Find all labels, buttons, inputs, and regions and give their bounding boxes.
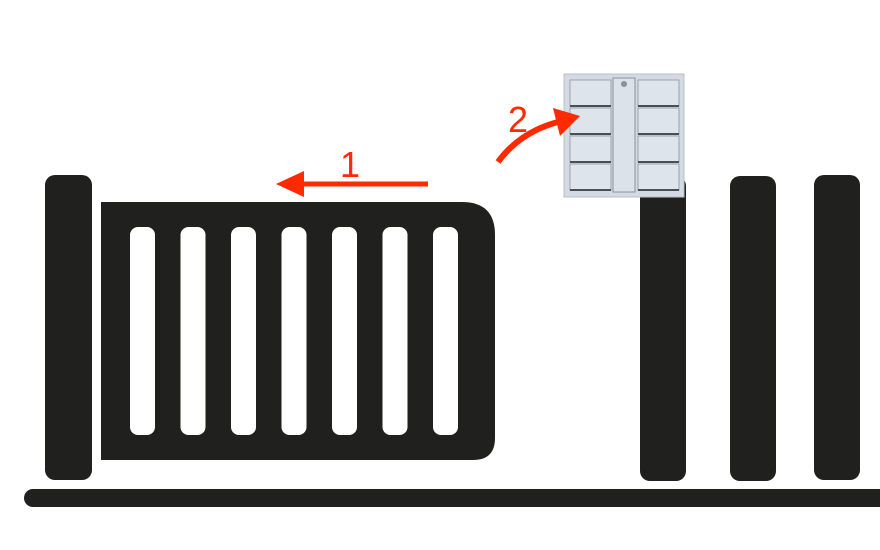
gate-slot	[382, 227, 408, 435]
keypad-button[interactable]	[637, 135, 680, 163]
gate-slot	[130, 227, 155, 435]
keypad[interactable]	[563, 73, 685, 198]
gate-slot	[332, 227, 357, 435]
gate-slot	[231, 227, 256, 435]
keypad-led-icon	[621, 81, 627, 87]
keypad-button[interactable]	[637, 79, 680, 107]
keypad-button[interactable]	[569, 135, 612, 163]
step-1-label: 1	[340, 144, 360, 185]
left-post	[45, 175, 92, 480]
slide-direction-arrow	[276, 171, 428, 197]
keypad-button[interactable]	[637, 107, 680, 135]
gate-slot	[180, 227, 206, 435]
keypad-pointer-arrow	[495, 108, 580, 164]
fence-post-1	[640, 176, 686, 481]
gate-slot	[433, 227, 458, 435]
keypad-button[interactable]	[569, 79, 612, 107]
fence-post-3	[814, 175, 860, 480]
step-2-label: 2	[508, 99, 528, 140]
keypad-button[interactable]	[569, 107, 612, 135]
fence-post-2	[730, 176, 776, 481]
ground-rail	[24, 489, 880, 507]
sliding-gate	[101, 202, 495, 460]
gate-slot	[281, 227, 307, 435]
keypad-button[interactable]	[637, 163, 680, 191]
keypad-button[interactable]	[569, 163, 612, 191]
